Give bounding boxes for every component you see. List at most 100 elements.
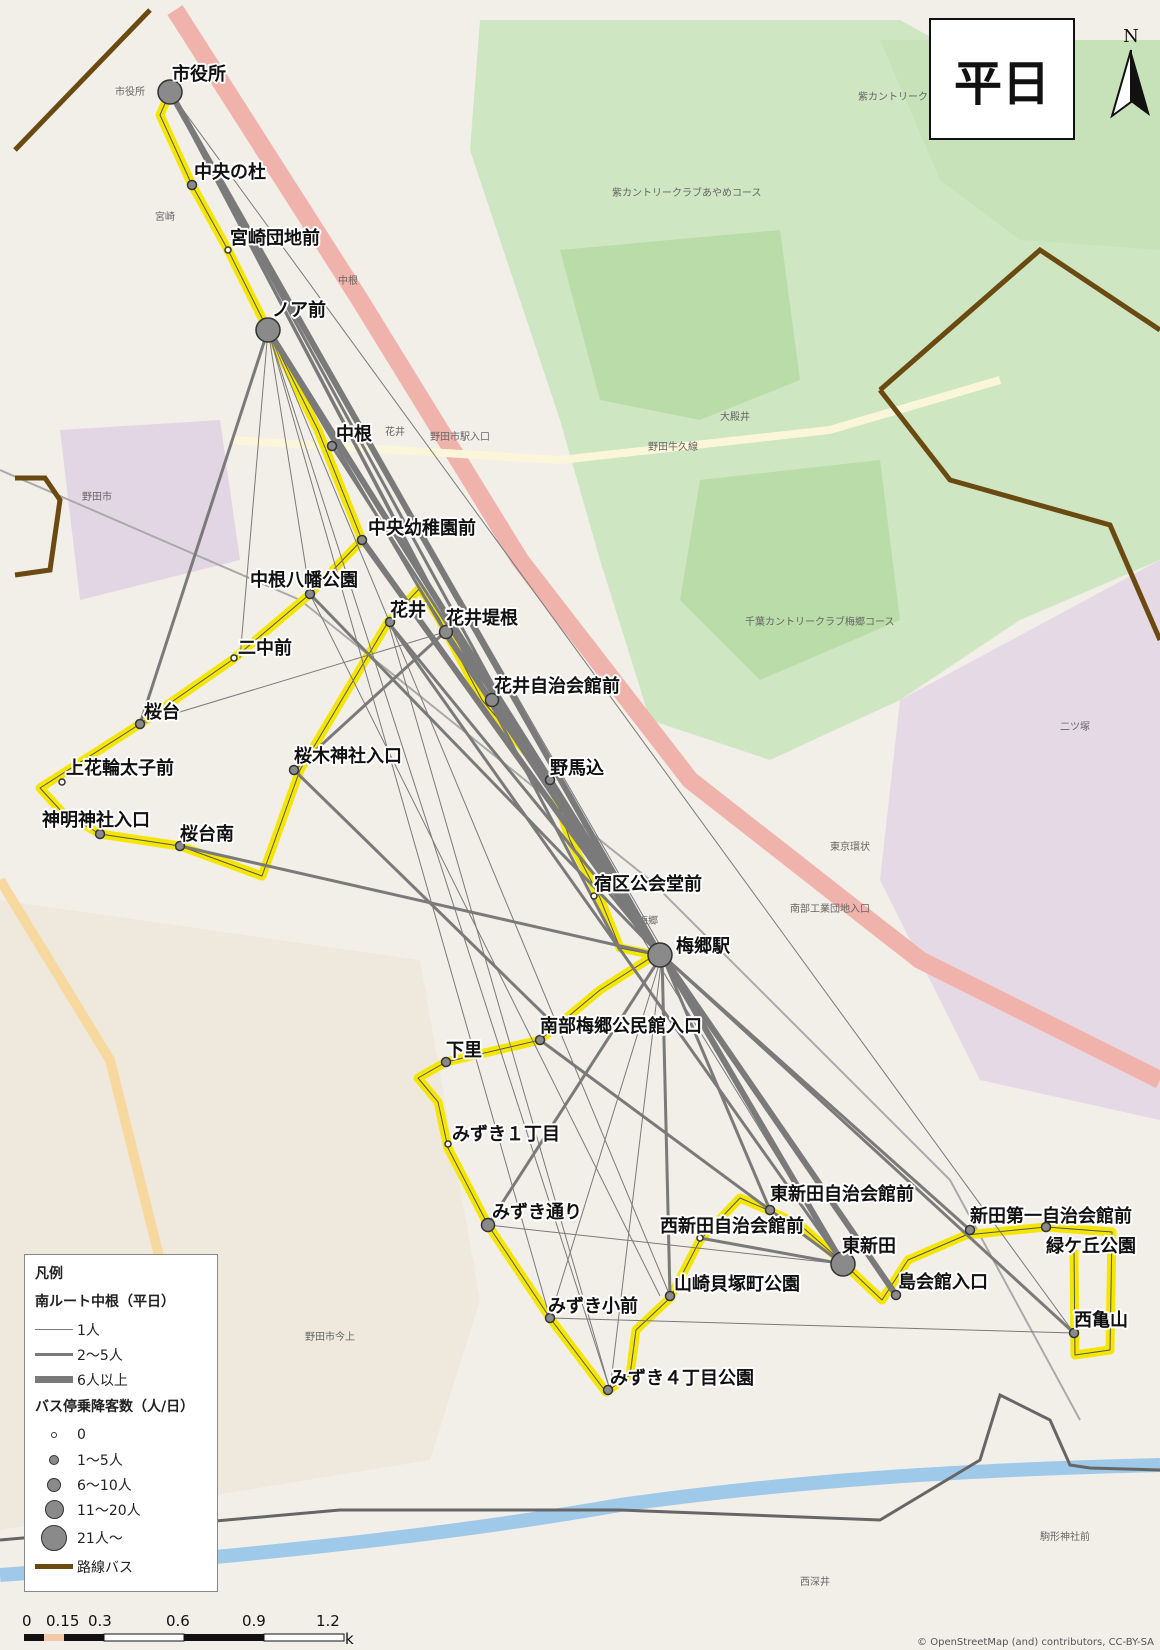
bus-stop-marker[interactable] xyxy=(94,828,106,840)
dot-2-icon xyxy=(47,1477,61,1492)
scale-bar: 0 0.15 0.3 0.6 0.9 1.2 km xyxy=(22,1612,354,1646)
bus-stop-label: みずき通り xyxy=(492,1202,582,1223)
bus-stop-marker[interactable] xyxy=(480,1217,496,1233)
bus-stop-marker[interactable] xyxy=(444,1140,452,1148)
legend-dot-0: 0 xyxy=(35,1422,207,1447)
legend-stop-title: バス停乗降客数（人/日） xyxy=(35,1399,195,1415)
bus-stop-marker[interactable] xyxy=(602,1384,614,1396)
bus-stop-label: 野馬込 xyxy=(550,758,604,779)
scale-tick-3: 0.6 xyxy=(166,1612,190,1630)
bus-stop-label: 宿区公会堂前 xyxy=(594,873,702,895)
legend-dot-2: 6～10人 xyxy=(35,1472,207,1497)
base-map-label: 野田牛久線 xyxy=(648,440,698,453)
bus-stop-label: 宮崎団地前 xyxy=(230,227,320,249)
bus-stop-marker[interactable] xyxy=(1068,1327,1080,1339)
bus-stop-label: 東新田自治会館前 xyxy=(770,1183,914,1205)
legend-label: 1～5人 xyxy=(77,1452,123,1469)
legend-label: 1人 xyxy=(77,1322,100,1339)
bus-stop-label: 新田第一自治会館前 xyxy=(970,1205,1132,1227)
bus-stop-label: 西亀山 xyxy=(1074,1309,1128,1331)
scale-tick-5: 1.2 xyxy=(316,1612,340,1630)
bus-stop-marker[interactable] xyxy=(1040,1221,1052,1233)
bus-stop-marker[interactable] xyxy=(255,317,281,343)
bus-stop-marker[interactable] xyxy=(304,588,316,600)
bus-stop-marker[interactable] xyxy=(224,246,232,254)
bus-stop-label: 市役所 xyxy=(172,63,226,85)
bus-stop-label: 中根八幡公園 xyxy=(250,569,358,591)
bus-stop-marker[interactable] xyxy=(356,534,368,546)
legend-label: 0 xyxy=(77,1426,86,1443)
bus-stop-marker[interactable] xyxy=(534,1034,546,1046)
route-bus-swatch-icon xyxy=(35,1564,73,1569)
base-map-label: 千葉カントリークラブ梅郷コース xyxy=(745,615,895,628)
bus-stop-marker[interactable] xyxy=(58,778,66,786)
bus-stop-marker[interactable] xyxy=(764,1204,776,1216)
bus-stop-label: ノア前 xyxy=(272,299,326,321)
bus-stop-label: 島会館入口 xyxy=(898,1271,988,1293)
bus-stop-marker[interactable] xyxy=(186,179,198,191)
bus-stop-marker[interactable] xyxy=(664,1290,676,1302)
base-map-label: 東京環状 xyxy=(830,840,870,853)
line-swatch-thin-icon xyxy=(35,1329,73,1330)
base-map-label: 宮崎 xyxy=(155,210,175,223)
bus-stop-marker[interactable] xyxy=(590,892,598,900)
bus-stop-marker[interactable] xyxy=(696,1234,704,1242)
scale-tick-4: 0.9 xyxy=(242,1612,266,1630)
bus-stop-label: 花井自治会館前 xyxy=(494,675,620,697)
bus-stop-marker[interactable] xyxy=(647,942,673,968)
scale-tick-2: 0.3 xyxy=(88,1612,112,1630)
bus-stop-label: 南部梅郷公民館入口 xyxy=(540,1015,702,1037)
bus-stop-marker[interactable] xyxy=(174,840,186,852)
bus-stop-marker[interactable] xyxy=(384,616,396,628)
bus-stop-label: 中根 xyxy=(336,423,372,445)
bus-stop-marker[interactable] xyxy=(230,654,238,662)
map-title: 平日 xyxy=(929,18,1075,140)
bus-stop-label: 下里 xyxy=(446,1040,482,1061)
line-swatch-thick-icon xyxy=(35,1376,73,1383)
bus-stop-marker[interactable] xyxy=(326,440,338,452)
bus-stop-marker[interactable] xyxy=(830,1251,856,1277)
scale-unit: km xyxy=(345,1630,354,1646)
north-label: N xyxy=(1123,26,1139,47)
bus-stop-label: 山崎貝塚町公園 xyxy=(674,1273,800,1295)
north-arrow-icon: N xyxy=(1110,26,1150,119)
base-map-label: 市役所 xyxy=(115,85,145,98)
legend-label: 6～10人 xyxy=(77,1477,132,1494)
bus-stop-marker[interactable] xyxy=(544,1312,556,1324)
bus-stop-marker[interactable] xyxy=(890,1289,902,1301)
legend-line-thin: 1人 xyxy=(35,1317,207,1342)
base-map-label: 大殿井 xyxy=(720,410,750,423)
scale-tick-0: 0 xyxy=(22,1612,32,1630)
bus-stop-marker[interactable] xyxy=(134,718,146,730)
legend-line-medium: 2～5人 xyxy=(35,1342,207,1367)
map-attribution: © OpenStreetMap (and) contributors, CC-B… xyxy=(917,1637,1154,1648)
bus-stop-marker[interactable] xyxy=(288,764,300,776)
bus-stop-marker[interactable] xyxy=(484,692,500,708)
bus-stop-label: 花井 xyxy=(390,599,426,621)
dot-0-icon xyxy=(51,1431,57,1438)
legend-label: 11～20人 xyxy=(77,1502,141,1519)
bus-stop-label: 二中前 xyxy=(238,637,292,659)
base-map-label: 紫カントリークラブあやめコース xyxy=(612,186,762,199)
bus-stop-marker[interactable] xyxy=(964,1224,976,1236)
dot-3-icon xyxy=(44,1500,64,1519)
base-map-label: 中根 xyxy=(338,274,358,287)
legend-route-title: 南ルート中根（平日） xyxy=(35,1294,175,1310)
bus-stop-label: みずき４丁目公園 xyxy=(610,1368,754,1389)
bus-stop-label: 桜木神社入口 xyxy=(294,745,402,767)
legend-title: 凡例 xyxy=(35,1266,63,1282)
bus-stop-marker[interactable] xyxy=(157,79,183,105)
bus-stop-label: 桜台 xyxy=(144,701,180,723)
bus-stop-marker[interactable] xyxy=(544,774,556,786)
bus-stop-marker[interactable] xyxy=(438,624,454,640)
bus-stop-label: 花井堤根 xyxy=(446,607,518,629)
line-swatch-medium-icon xyxy=(35,1353,73,1356)
bus-stop-label: 上花輪太子前 xyxy=(66,757,174,779)
legend-label: 6人以上 xyxy=(77,1372,128,1389)
bus-stop-label: 中央幼稚園前 xyxy=(368,517,476,539)
bus-stop-marker[interactable] xyxy=(440,1056,452,1068)
base-map-label: 西深井 xyxy=(800,1575,830,1588)
map-legend: 凡例 南ルート中根（平日） 1人 2～5人 6人以上 バス停乗降客数（人/日） … xyxy=(24,1254,218,1592)
legend-label: 路線バス xyxy=(77,1559,133,1576)
legend-label: 21人～ xyxy=(77,1531,123,1547)
